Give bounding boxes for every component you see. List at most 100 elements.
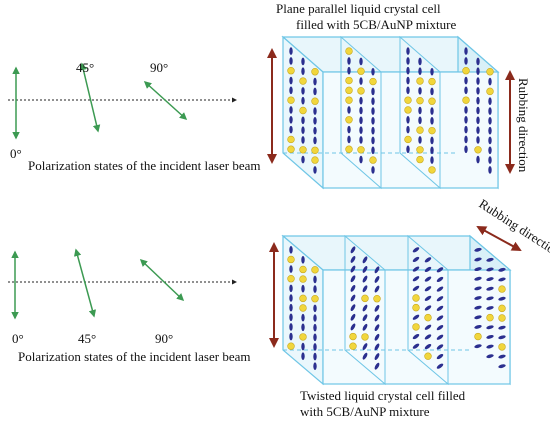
lc-molecule	[498, 325, 506, 330]
lc-molecule	[474, 247, 482, 252]
gold-nanoparticle	[287, 145, 295, 153]
bottom-polarization-arrow-90	[139, 258, 185, 302]
lc-molecule	[430, 67, 434, 76]
lc-molecule	[313, 77, 317, 86]
lc-molecule	[313, 352, 317, 361]
lc-molecule	[436, 325, 444, 331]
lc-molecule	[464, 57, 468, 65]
lc-molecule	[313, 304, 317, 313]
lc-molecule	[436, 315, 444, 321]
lc-molecule	[418, 57, 422, 66]
gold-nanoparticle	[311, 97, 319, 105]
lc-molecule	[347, 66, 351, 75]
lc-molecule	[418, 87, 422, 95]
lc-molecule	[289, 246, 293, 254]
lc-molecule	[498, 277, 506, 282]
bottom-cell-box	[281, 234, 512, 386]
gold-nanoparticle	[345, 86, 353, 95]
bottom-polarization-caption: Polarization states of the incident lase…	[18, 349, 250, 364]
top-angle-label-45: 45°	[76, 60, 94, 75]
gold-nanoparticle	[404, 135, 412, 144]
lc-molecule	[486, 267, 494, 272]
lc-molecule	[488, 156, 492, 164]
lc-molecule	[289, 116, 293, 124]
lc-molecule	[412, 266, 420, 272]
lc-molecule	[418, 116, 422, 125]
gold-nanoparticle	[498, 285, 506, 293]
gold-nanoparticle	[357, 67, 365, 75]
lc-molecule	[464, 145, 468, 154]
lc-molecule	[424, 324, 432, 330]
gold-nanoparticle	[311, 146, 319, 154]
gold-nanoparticle	[345, 47, 353, 55]
lc-molecule	[476, 106, 480, 115]
lc-molecule	[350, 246, 356, 254]
lc-molecule	[301, 136, 305, 144]
lc-molecule	[430, 117, 434, 125]
gold-nanoparticle	[424, 352, 432, 360]
lc-molecule	[313, 323, 317, 332]
lc-molecule	[359, 57, 363, 66]
lc-molecule	[374, 285, 380, 293]
lc-molecule	[371, 117, 375, 125]
lc-molecule	[476, 87, 480, 95]
lc-molecule	[464, 106, 468, 114]
lc-molecule	[424, 343, 432, 350]
lc-molecule	[424, 276, 432, 282]
lc-molecule	[436, 276, 444, 283]
lc-molecule	[474, 276, 482, 281]
lc-molecule	[359, 106, 363, 115]
lc-molecule	[374, 304, 380, 312]
lc-molecule	[301, 323, 305, 332]
lc-molecule	[474, 344, 482, 349]
gold-nanoparticle	[299, 77, 307, 85]
lc-molecule	[313, 126, 317, 135]
lc-molecule	[476, 96, 480, 105]
lc-molecule	[374, 343, 380, 351]
gold-nanoparticle	[311, 295, 319, 303]
lc-molecule	[347, 125, 351, 134]
lc-molecule	[289, 125, 293, 134]
gold-nanoparticle	[311, 266, 319, 274]
lc-molecule	[350, 294, 356, 302]
lc-molecule	[289, 57, 293, 65]
lc-molecule	[362, 352, 368, 360]
lc-molecule	[362, 304, 368, 312]
lc-molecule	[486, 325, 494, 330]
lc-molecule	[406, 57, 410, 65]
lc-molecule	[412, 247, 420, 253]
gold-nanoparticle	[428, 97, 436, 105]
lc-molecule	[436, 363, 444, 369]
lc-molecule	[301, 87, 305, 95]
lc-molecule	[486, 286, 494, 291]
gold-nanoparticle	[486, 313, 494, 322]
lc-molecule	[476, 136, 480, 144]
lc-molecule	[488, 166, 492, 174]
lc-molecule	[488, 107, 492, 115]
lc-molecule	[313, 107, 317, 115]
lc-molecule	[412, 256, 420, 263]
lc-molecule	[371, 67, 375, 76]
gold-nanoparticle	[287, 96, 295, 104]
lc-molecule	[498, 364, 506, 369]
gold-nanoparticle	[299, 294, 307, 303]
bottom-cell-caption-line1: Twisted liquid crystal cell filled	[300, 388, 466, 403]
gold-nanoparticle	[299, 265, 307, 274]
lc-molecule	[374, 314, 380, 322]
lc-molecule	[464, 86, 468, 95]
bottom-angle-label-0: 0°	[12, 331, 24, 346]
lc-molecule	[474, 315, 482, 320]
gold-nanoparticle	[369, 77, 377, 86]
lc-molecule	[350, 275, 356, 283]
lc-molecule	[486, 277, 494, 282]
top-cell-molecules	[287, 47, 494, 174]
top-angle-label-0: 0°	[10, 146, 22, 161]
lc-molecule	[362, 285, 368, 293]
gold-nanoparticle	[361, 333, 369, 341]
lc-molecule	[418, 136, 422, 144]
gold-nanoparticle	[299, 304, 307, 312]
lc-molecule	[374, 353, 380, 360]
gold-nanoparticle	[287, 342, 295, 350]
lc-molecule	[436, 344, 444, 350]
